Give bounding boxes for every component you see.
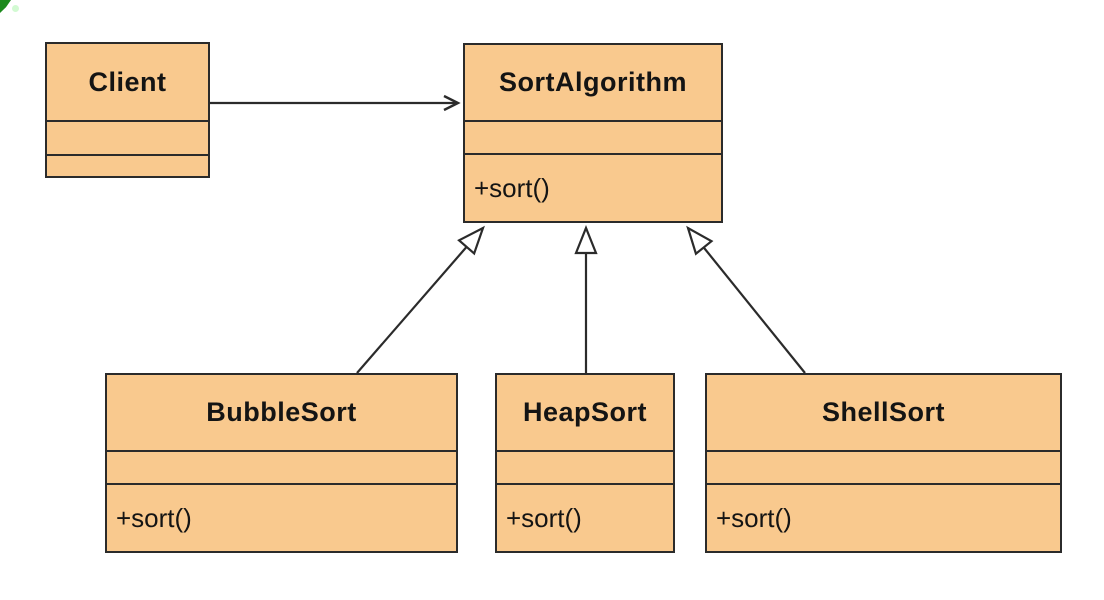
class-attributes-client <box>47 120 208 154</box>
class-attributes-heapsort <box>497 450 673 483</box>
class-name-shellsort: ShellSort <box>821 397 946 427</box>
generalization-shellsort-sortalgorithm <box>686 225 806 374</box>
class-box-heapsort: HeapSort +sort() <box>495 373 675 553</box>
class-name-bubblesort: BubbleSort <box>206 397 357 427</box>
corner-artifact-halo-icon <box>12 5 19 12</box>
class-methods-sortalgorithm: +sort() <box>465 153 721 221</box>
generalization-bubblesort-sortalgorithm <box>356 225 485 374</box>
class-attributes-bubblesort <box>107 450 456 483</box>
class-name-heapsort: HeapSort <box>522 397 648 427</box>
class-attributes-shellsort <box>707 450 1060 483</box>
class-methods-shellsort: +sort() <box>707 483 1060 551</box>
class-box-client: Client <box>45 42 210 178</box>
class-box-shellsort: ShellSort +sort() <box>705 373 1062 553</box>
class-box-sortalgorithm: SortAlgorithm +sort() <box>463 43 723 223</box>
class-attributes-sortalgorithm <box>465 120 721 153</box>
class-box-bubblesort: BubbleSort +sort() <box>105 373 458 553</box>
class-name-sortalgorithm: SortAlgorithm <box>499 67 687 97</box>
class-methods-client <box>47 154 208 176</box>
corner-artifact-icon <box>0 0 11 13</box>
class-methods-heapsort: +sort() <box>497 483 673 551</box>
class-methods-bubblesort: +sort() <box>107 483 456 551</box>
class-name-client: Client <box>88 66 167 97</box>
